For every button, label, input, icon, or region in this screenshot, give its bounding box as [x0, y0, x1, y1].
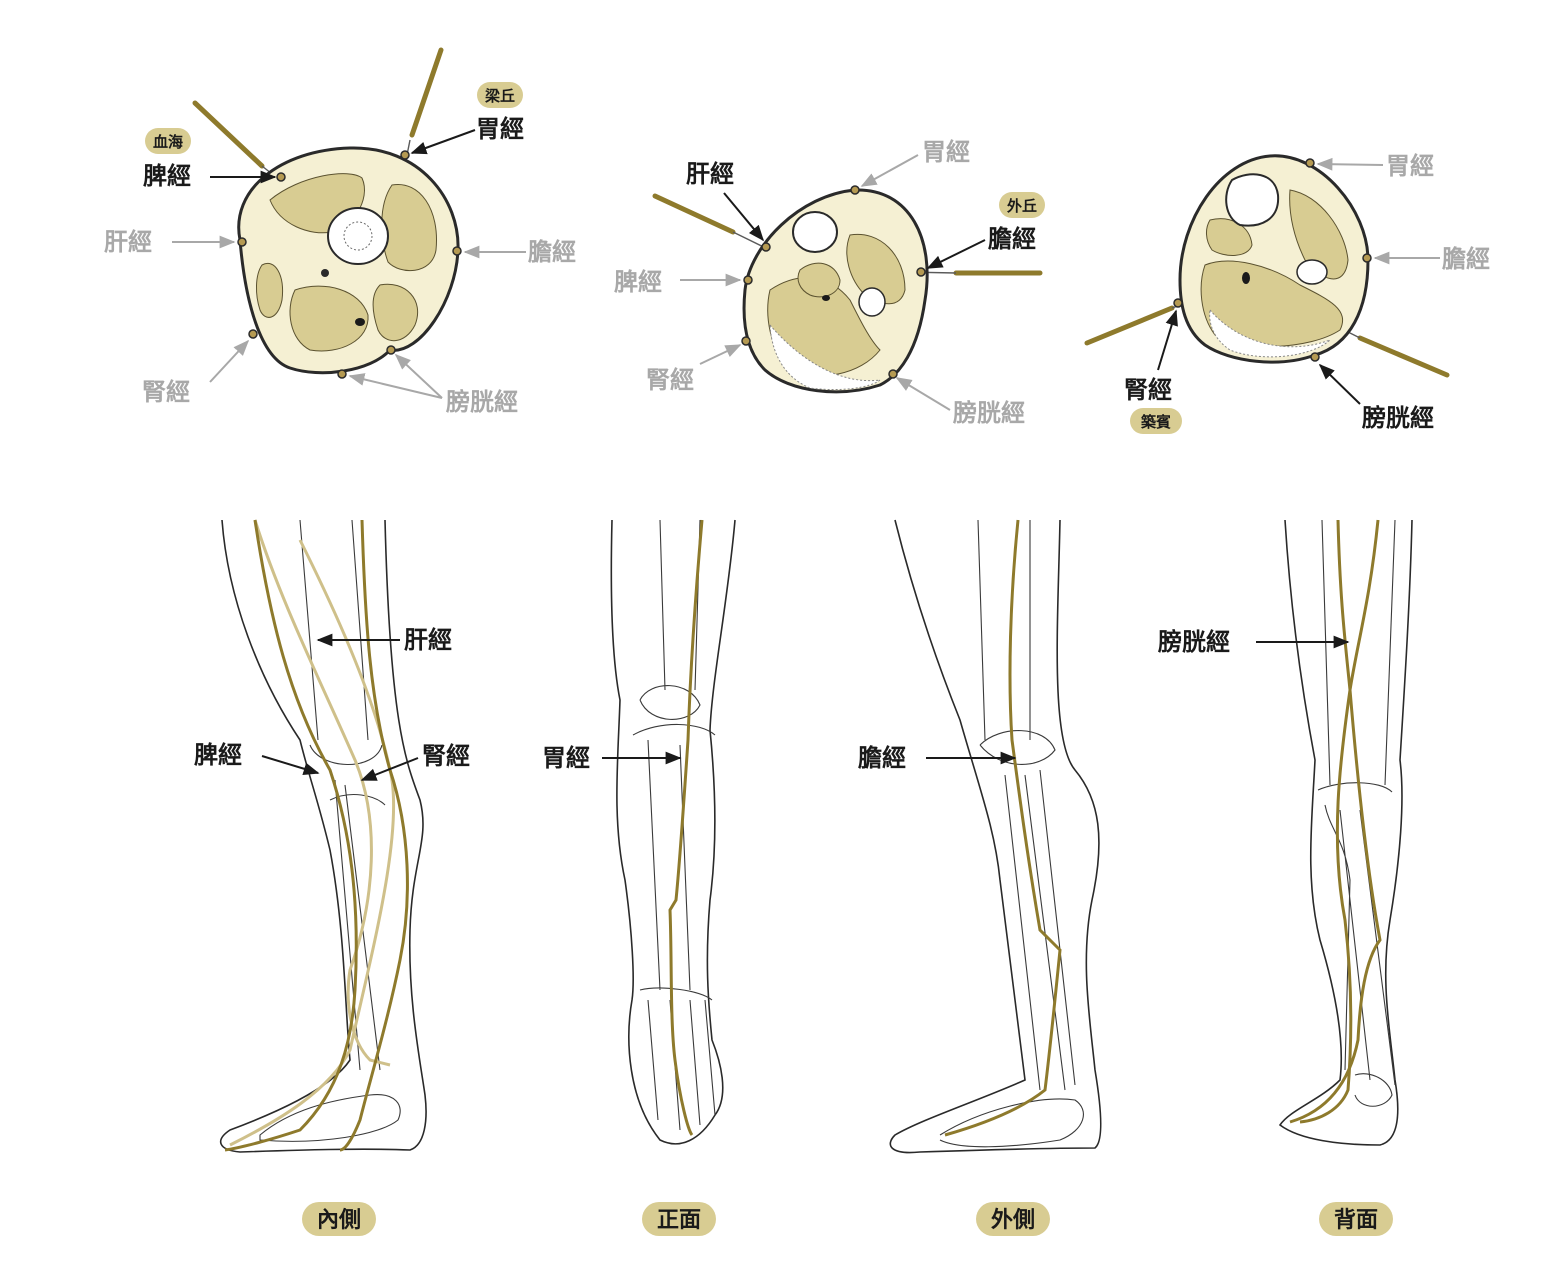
meridian-label: 胃經: [476, 115, 524, 143]
femur-bone: [327, 207, 389, 265]
view-caption: 外側: [991, 1207, 1035, 1233]
view-caption: 背面: [1334, 1207, 1378, 1233]
leg-back: 膀胱經 背面: [1157, 519, 1413, 1236]
meridian-label: 膀胱經: [445, 388, 518, 416]
meridian-label: 肝經: [104, 228, 152, 256]
needle-icon: [652, 193, 736, 235]
acupoint-badge: [1130, 408, 1182, 434]
tibia-bone: [1225, 173, 1280, 227]
leg-lateral: 膽經 外側: [858, 519, 1102, 1236]
cross-section-left: 血海 梁丘 脾經 胃經 肝經 膽經 腎經 膀胱經: [104, 47, 576, 416]
meridian-label: 胃經: [1386, 152, 1434, 180]
meridian-label: 膽經: [858, 744, 906, 772]
leg-front: 胃經 正面: [542, 519, 736, 1236]
fibula-bone: [858, 287, 886, 317]
view-caption-badge: [1319, 1202, 1393, 1236]
needle-icon: [1357, 335, 1450, 378]
leg-medial: 肝經 脾經 腎經 內側: [194, 519, 470, 1236]
needle-icon: [409, 47, 444, 138]
meridian-label: 脾經: [614, 268, 662, 296]
meridian-label: 膽經: [1442, 245, 1490, 273]
view-caption-badge: [302, 1202, 376, 1236]
meridian-label: 膀胱經: [1157, 628, 1230, 656]
view-caption: 內側: [317, 1207, 361, 1233]
meridian-label: 腎經: [422, 742, 470, 770]
acupoint-badge: [477, 82, 523, 108]
meridian-label: 胃經: [922, 138, 970, 166]
fibula-bone: [1296, 259, 1328, 285]
meridian-label: 脾經: [194, 741, 242, 769]
meridian-label: 膀胱經: [952, 399, 1025, 427]
acupoint-label: 梁丘: [484, 87, 515, 105]
acupoint-badge: [999, 192, 1045, 218]
view-caption-badge: [642, 1202, 716, 1236]
acupoint-badge: [145, 128, 191, 154]
meridian-label: 腎經: [142, 378, 190, 406]
view-caption-badge: [976, 1202, 1050, 1236]
meridian-label: 肝經: [686, 160, 734, 188]
view-caption: 正面: [657, 1207, 701, 1233]
meridian-label: 腎經: [646, 366, 694, 394]
meridian-label: 膀胱經: [1361, 404, 1434, 432]
meridian-label: 胃經: [542, 744, 590, 772]
cross-section-middle: 外丘 肝經 胃經 膽經 脾經 腎經 膀胱經: [614, 138, 1045, 427]
acupoint-label: 外丘: [1006, 197, 1037, 215]
meridian-label: 肝經: [404, 626, 452, 654]
acupoint-label: 血海: [153, 133, 183, 151]
meridian-label: 腎經: [1124, 376, 1172, 404]
needle-icon: [192, 100, 265, 169]
tibia-bone: [792, 211, 838, 253]
meridian-label: 脾經: [143, 162, 191, 190]
acupoint-label: 築賓: [1140, 413, 1171, 431]
meridian-label: 膽經: [528, 238, 576, 266]
needle-icon: [1084, 305, 1175, 346]
cross-section-right: 築賓 胃經 膽經 腎經 膀胱經: [1084, 152, 1490, 434]
meridian-label: 膽經: [988, 225, 1036, 253]
